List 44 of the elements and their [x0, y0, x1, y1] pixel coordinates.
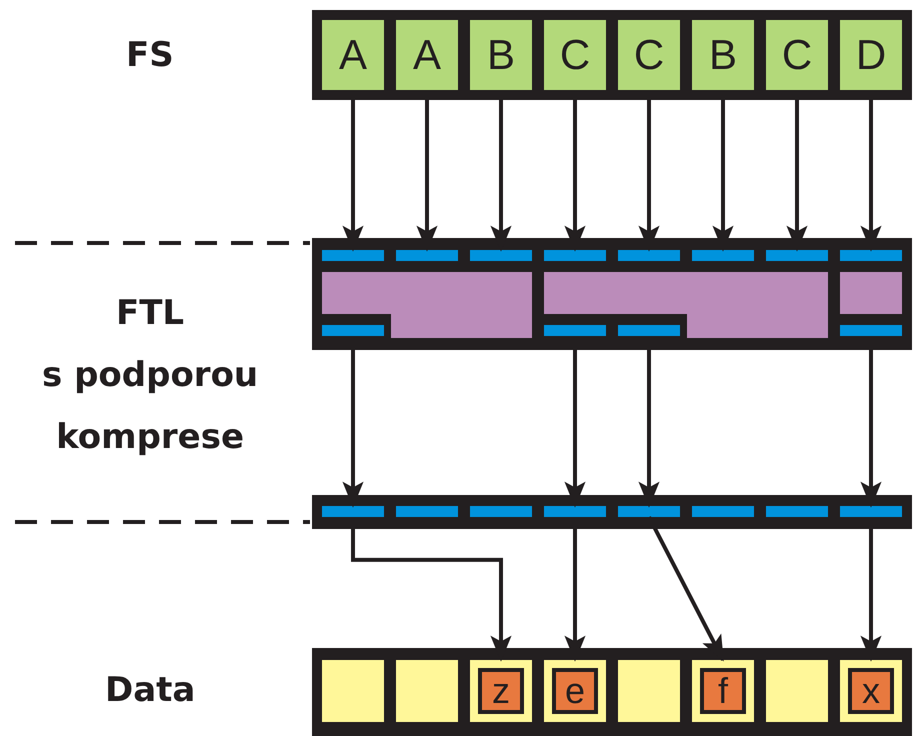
storage-slot	[544, 506, 606, 517]
storage-slot	[322, 250, 384, 261]
data-cell	[470, 660, 532, 722]
block-cell: B	[470, 20, 532, 90]
row-label: Data	[105, 669, 196, 712]
storage-slot	[766, 506, 828, 517]
data-cell	[618, 660, 680, 722]
storage-slot	[396, 506, 458, 517]
block-cell: A	[322, 20, 384, 90]
storage-slot	[766, 250, 828, 261]
block-cell: C	[544, 20, 606, 90]
data-block: f	[700, 668, 746, 714]
data-cell	[322, 660, 384, 722]
storage-slot	[322, 325, 384, 336]
block-cell: B	[692, 20, 754, 90]
block-cell: A	[396, 20, 458, 90]
block-cell: C	[618, 20, 680, 90]
block-cell: C	[766, 20, 828, 90]
storage-slot	[396, 250, 458, 261]
data-block: z	[478, 668, 524, 714]
data-cell	[544, 660, 606, 722]
storage-slot	[618, 250, 680, 261]
storage-slot	[470, 250, 532, 261]
storage-slot	[840, 250, 902, 261]
storage-slot	[692, 506, 754, 517]
storage-slot	[322, 506, 384, 517]
storage-slot	[618, 506, 680, 517]
data-cell	[692, 660, 754, 722]
data-cell	[766, 660, 828, 722]
row-label: FS	[126, 34, 174, 77]
storage-slot	[470, 506, 532, 517]
row-label: FTL s podporou komprese	[42, 292, 258, 459]
storage-slot	[692, 250, 754, 261]
block-cell: D	[840, 20, 902, 90]
data-cell	[396, 660, 458, 722]
data-block: e	[552, 668, 598, 714]
storage-slot	[544, 325, 606, 336]
arrow	[647, 516, 725, 662]
storage-slot	[840, 325, 902, 336]
data-cell	[840, 660, 902, 722]
data-block: x	[848, 668, 894, 714]
storage-slot	[840, 506, 902, 517]
storage-slot	[618, 325, 680, 336]
storage-slot	[544, 250, 606, 261]
